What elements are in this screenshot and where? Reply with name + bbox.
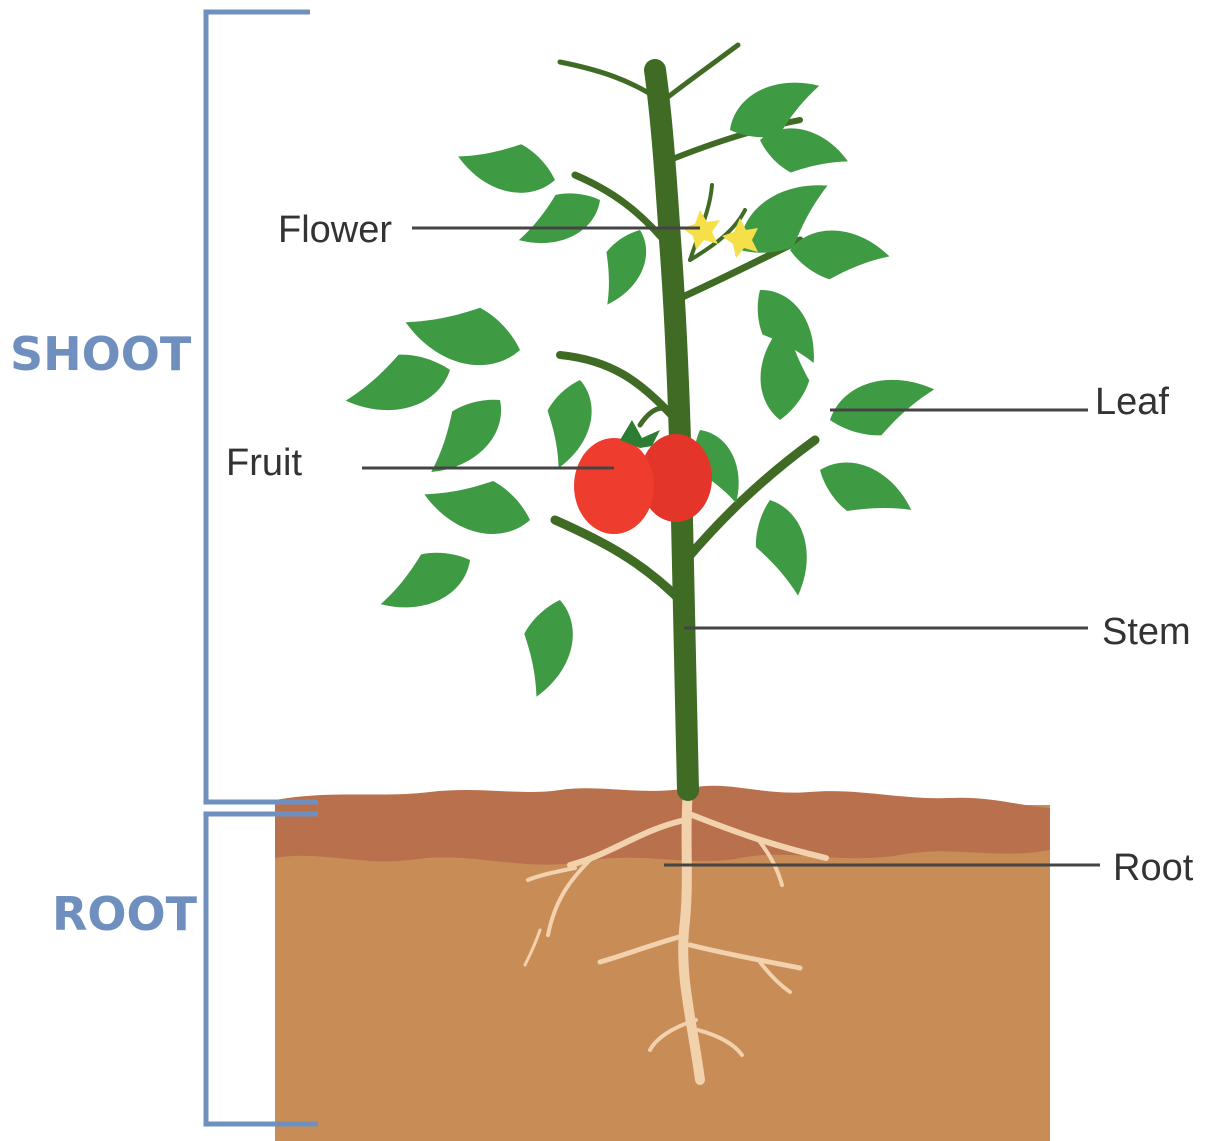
soil [275,786,1050,1141]
section-label-shoot: SHOOT [10,327,192,381]
section-labels: SHOOT ROOT [10,327,198,941]
section-label-root: ROOT [52,887,198,941]
label-flower: Flower [278,209,392,251]
shoot-bracket [206,12,318,802]
label-root: Root [1113,847,1194,889]
tomato-front [574,438,654,534]
fruit [574,420,712,534]
label-fruit: Fruit [226,442,302,484]
label-leaf: Leaf [1095,381,1169,423]
label-stem: Stem [1102,611,1191,653]
